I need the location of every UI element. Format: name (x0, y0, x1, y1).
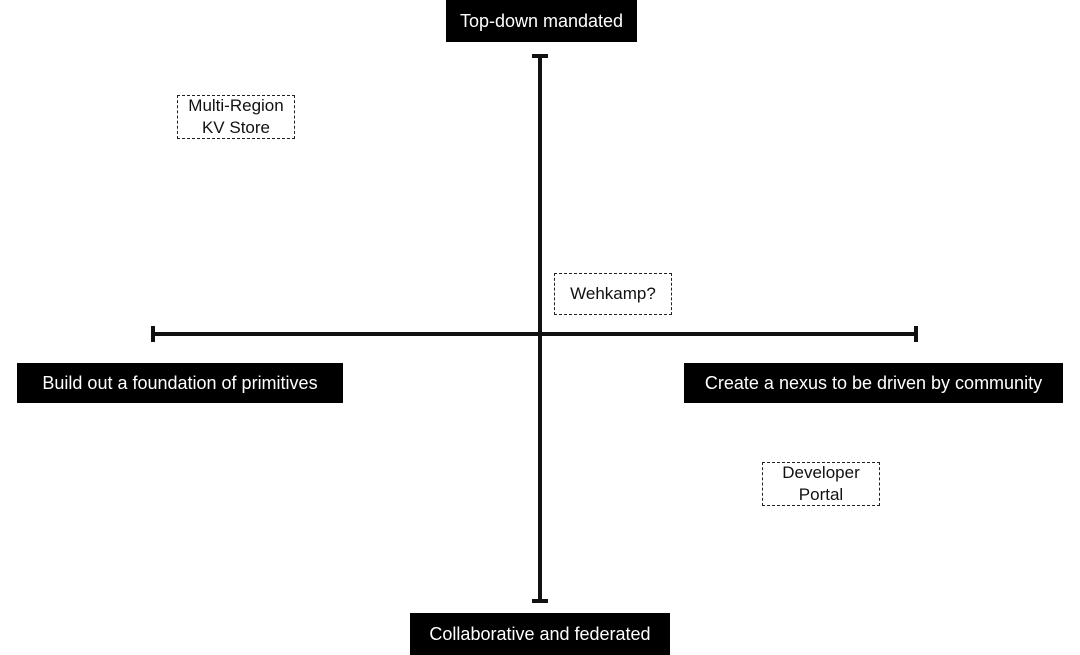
item-multi-region-line-2: KV Store (201, 118, 271, 137)
item-wehkamp-label: Wehkamp? (570, 284, 656, 303)
item-multi-region-line-1: Multi-Region (188, 96, 284, 115)
item-multi-region-kv-store: Multi-Region KV Store (177, 95, 295, 139)
axis-label-left: Build out a foundation of primitives (17, 363, 343, 403)
axis-label-right: Create a nexus to be driven by community (684, 363, 1063, 403)
item-developer-portal-line-1: Developer (782, 463, 860, 482)
axis-label-bottom: Collaborative and federated (410, 613, 670, 655)
axis-label-top: Top-down mandated (446, 0, 637, 42)
item-developer-portal: Developer Portal (762, 462, 880, 506)
item-developer-portal-line-2: Portal (798, 485, 844, 504)
item-wehkamp: Wehkamp? (554, 273, 672, 315)
